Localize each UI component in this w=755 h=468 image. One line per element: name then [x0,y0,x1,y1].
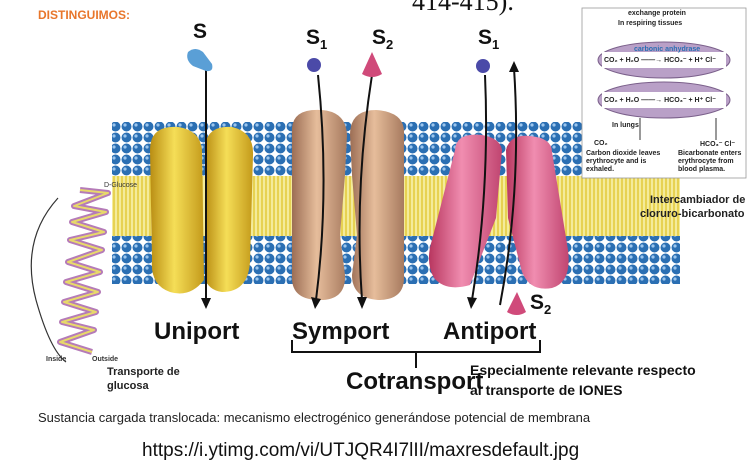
label-s2: S2 [372,26,393,52]
s2-antiport-molecule [507,292,526,315]
s-molecule [187,49,212,71]
inset-hco3-cl: HCO₃⁻ Cl⁻ [700,140,735,148]
header-title: DISTINGUIMOS: [38,8,130,22]
ions-note-line2: al transporte de IONES [470,382,622,398]
symport-label: Symport [292,318,389,346]
label-s: S [193,20,207,44]
glucose-caption-line2: glucosa [107,380,149,392]
s1-molecule [307,58,321,72]
ions-note-line1: Especialmente relevante respecto [470,362,696,378]
outside-label: Outside [92,356,118,363]
s1-antiport-molecule [476,59,490,73]
label-s2-antiport: S2 [530,291,551,317]
cotransport-label: Cotransport [346,368,483,396]
inside-label: Inside [46,356,66,363]
uniport-protein [150,127,253,294]
inset-reaction-top: CO₂ + H₂O ——→ HCO₃⁻ + H⁺ Cl⁻ [604,56,716,64]
inset-co2: CO₂ [594,140,608,147]
label-s1: S1 [306,26,327,52]
glucose-transporter-illustration [31,190,108,362]
inset-co2-leaves: Carbon dioxide leaves erythrocyte and is… [586,150,666,174]
inset-exchange-protein: exchange protein [628,10,686,17]
cut-citation: 414-415). [412,0,514,17]
inset-carbonic-anhydrase: carbonic anhydrase [634,46,700,53]
uniport-label: Uniport [154,318,239,346]
inset-caption-line2: cloruro-bicarbonato [640,208,745,220]
inset-caption-line1: Intercambiador de [650,194,745,206]
antiport-label: Antiport [443,318,536,346]
inset-reaction-bottom: CO₂ + H₂O ——→ HCO₃⁻ + H⁺ Cl⁻ [604,96,716,104]
inset-bicarbonate-enters: Bicarbonate enters erythrocyte from bloo… [678,150,748,174]
inset-in-lungs: In lungs [612,122,639,129]
source-url[interactable]: https://i.ytimg.com/vi/UTJQR4I7lII/maxre… [142,440,579,462]
mechanism-caption: Sustancia cargada translocada: mecanismo… [38,410,590,425]
s2-molecule [362,52,382,77]
d-glucose-label: D-Glucose [104,182,137,189]
label-s1-antiport: S1 [478,26,499,52]
glucose-caption-line1: Transporte de [107,366,180,378]
inset-respiring-tissues: In respiring tissues [618,20,682,27]
